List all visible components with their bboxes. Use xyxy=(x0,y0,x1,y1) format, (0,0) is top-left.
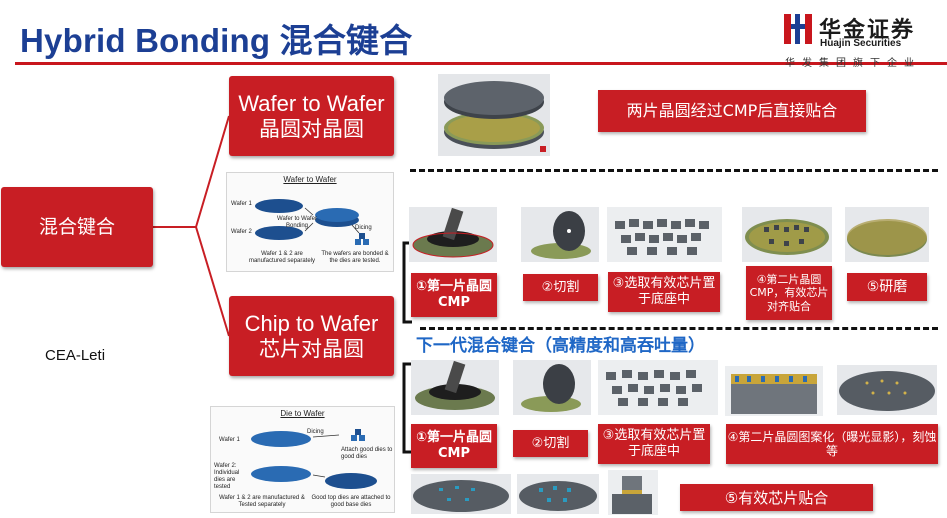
root-hybrid-bonding-box: 混合键合 xyxy=(1,187,153,267)
panel-d2w-note-right: Good top dies are attached to good base … xyxy=(311,495,391,508)
next-step2-dicing-image xyxy=(513,360,591,415)
next-step4-pattern-image xyxy=(725,366,823,416)
source-note: CEA-Leti xyxy=(45,347,106,364)
wafer-to-wafer-box: Wafer to Wafer 晶圆对晶圆 xyxy=(229,76,394,156)
c2w-label-en: Chip to Wafer xyxy=(244,310,379,336)
logo-tagline: 华发集团旗下企业 xyxy=(785,58,921,69)
logo-name-cn: 华金证券 xyxy=(819,18,916,43)
panel-w2w-bonding: Wafer to Wafer Bonding xyxy=(277,216,317,229)
step4-label: ④第二片晶圆CMP，有效芯片对齐贴合 xyxy=(746,266,832,320)
panel-d2w-dicing: Dicing xyxy=(307,429,324,435)
next-step4-patterned-wafer-image xyxy=(837,365,937,415)
w2w-illustration xyxy=(255,199,369,245)
next-step4-label: ④第二片晶圆图案化（曝光显影），刻蚀等 xyxy=(726,424,938,464)
page-title: Hybrid Bonding 混合键合 xyxy=(20,22,413,59)
dashed-divider-top xyxy=(410,169,938,172)
panel-d2w-wafer2: Wafer 2: Individual dies are tested xyxy=(214,463,240,490)
panel-d2w-note-left: Wafer 1 & 2 are manufactured & Tested se… xyxy=(219,495,305,508)
wafer-bonding-image xyxy=(438,74,550,156)
w2w-label-en: Wafer to Wafer xyxy=(238,90,385,116)
company-logo: 华金证券 Huajin Securities 华发集团旗下企业 xyxy=(783,12,943,69)
w2w-description: 两片晶圆经过CMP后直接贴合 xyxy=(598,90,866,132)
step1-label: ①第一片晶圆CMP xyxy=(411,273,497,317)
title-divider xyxy=(15,62,947,65)
panel-w2w-title: Wafer to Wafer xyxy=(283,175,337,184)
step5-grinding-image xyxy=(845,207,929,262)
step1-wafer-cmp-image xyxy=(409,207,497,262)
panel-w2w-note-left: Wafer 1 & 2 are manufactured separately xyxy=(248,251,316,264)
step4-align-bond-image xyxy=(742,207,832,262)
next-step1-wafer-cmp-image xyxy=(411,360,499,415)
panel-d2w-title: Die to Wafer xyxy=(280,409,325,418)
panel-w2w-wafer1: Wafer 1 xyxy=(231,201,252,207)
panel-d2w-wafer1: Wafer 1 xyxy=(219,437,240,443)
step3-label: ③选取有效芯片置于底座中 xyxy=(608,272,720,312)
step2-label: ②切割 xyxy=(523,274,598,301)
panel-w2w-wafer2: Wafer 2 xyxy=(231,229,252,235)
next-step3-label: ③选取有效芯片置于底座中 xyxy=(598,424,710,464)
step2-dicing-image xyxy=(521,207,599,262)
panel-w2w-dicing: Dicing xyxy=(355,225,372,231)
step5-label: ⑤研磨 xyxy=(847,273,927,301)
wafer-to-wafer-panel: Wafer to Wafer Wafer 1 Wafer 2 Wafer to … xyxy=(226,172,394,272)
next-step5-label: ⑤有效芯片贴合 xyxy=(680,484,873,511)
c2w-label-cn: 芯片对晶圆 xyxy=(259,336,364,361)
dashed-divider-middle xyxy=(420,327,938,330)
next-step2-label: ②切割 xyxy=(513,430,588,457)
step3-chip-placement-image xyxy=(607,207,722,262)
next-gen-heading: 下一代混合键合（高精度和高吞吐量） xyxy=(416,336,705,356)
panel-w2w-note-right: The wafers are bonded & the dies are tes… xyxy=(321,251,389,264)
logo-name-en: Huajin Securities xyxy=(820,38,902,49)
w2w-label-cn: 晶圆对晶圆 xyxy=(259,116,364,141)
d2w-illustration xyxy=(251,429,377,489)
next-step3-chip-placement-image xyxy=(598,360,718,415)
die-to-wafer-panel: Die to Wafer Wafer 1 Wafer 2: Individual… xyxy=(210,406,395,513)
next-step5-wafer-a-image xyxy=(411,474,511,514)
next-step5-stack-image xyxy=(608,470,658,515)
huajin-logo-icon xyxy=(784,14,812,44)
chip-to-wafer-box: Chip to Wafer 芯片对晶圆 xyxy=(229,296,394,376)
next-step5-wafer-b-image xyxy=(517,474,599,514)
next-step1-label: ①第一片晶圆CMP xyxy=(411,424,497,468)
panel-d2w-attach: Attach good dies to good dies xyxy=(341,447,393,460)
